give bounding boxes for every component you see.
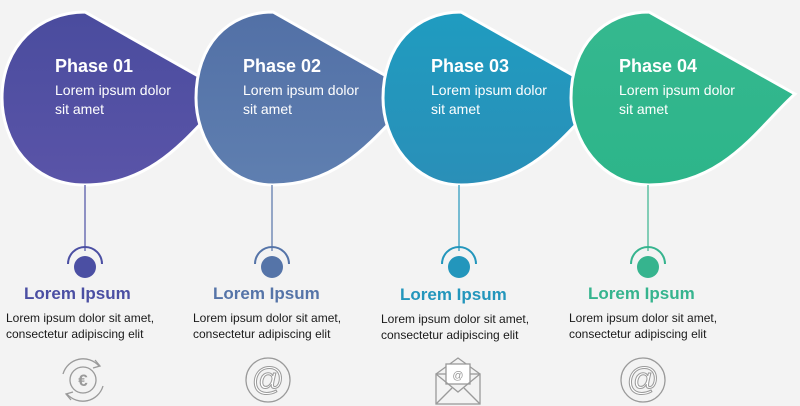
at-glyph: @: [627, 361, 659, 397]
card-title: Lorem Ipsum: [588, 284, 695, 303]
euro-glyph: €: [78, 371, 88, 390]
node-dot: [261, 256, 283, 278]
card-text: Lorem ipsum dolor sit amet, consectetur …: [6, 310, 154, 342]
at-glyph: @: [252, 361, 284, 397]
card-text: Lorem ipsum dolor sit amet, consectetur …: [381, 311, 529, 343]
phase-description-line: Lorem ipsum dolor: [55, 82, 171, 98]
phase-description-line: Lorem ipsum dolor: [243, 82, 359, 98]
phase-description-line: sit amet: [243, 101, 292, 117]
connector-1: [67, 185, 103, 278]
phase-shape-2: [194, 10, 421, 187]
phase-title: Phase 02: [243, 56, 321, 76]
card-text-line: consectetur adipiscing elit: [381, 328, 519, 342]
card-text-line: Lorem ipsum dolor sit amet,: [569, 311, 718, 325]
card-title: Lorem Ipsum: [400, 285, 507, 304]
at-glyph: @: [452, 370, 463, 382]
at-sign-icon: @: [620, 357, 666, 403]
phase-description-line: sit amet: [619, 101, 668, 117]
phase-description-line: Lorem ipsum dolor: [619, 82, 735, 98]
card-text-line: consectetur adipiscing elit: [569, 327, 707, 341]
node-dot: [74, 256, 96, 278]
card-text-line: Lorem ipsum dolor sit amet,: [381, 312, 530, 326]
card-text: Lorem ipsum dolor sit amet, consectetur …: [569, 310, 717, 342]
node-dot: [448, 256, 470, 278]
phase-description-line: sit amet: [55, 101, 104, 117]
connector-4: [630, 185, 666, 278]
card-text-line: Lorem ipsum dolor sit amet,: [6, 311, 155, 325]
phase-shape-3: [381, 10, 609, 187]
phase-shape-1: [0, 10, 233, 187]
connector-2: [254, 185, 290, 278]
phase-shape-4: [569, 10, 798, 187]
card-text-line: consectetur adipiscing elit: [6, 327, 144, 341]
at-sign-icon: @: [245, 357, 291, 403]
euro-exchange-icon: €: [62, 358, 104, 402]
card-title: Lorem Ipsum: [213, 284, 320, 303]
phase-description-line: sit amet: [431, 101, 480, 117]
phase-title: Phase 01: [55, 56, 133, 76]
connector-3: [441, 185, 477, 278]
card-text-line: consectetur adipiscing elit: [193, 327, 331, 341]
phase-title: Phase 03: [431, 56, 509, 76]
card-text-line: Lorem ipsum dolor sit amet,: [193, 311, 342, 325]
node-dot: [637, 256, 659, 278]
card-text: Lorem ipsum dolor sit amet, consectetur …: [193, 310, 341, 342]
phase-description-line: Lorem ipsum dolor: [431, 82, 547, 98]
card-title: Lorem Ipsum: [24, 284, 131, 303]
email-envelope-icon: @: [435, 357, 481, 405]
phase-title: Phase 04: [619, 56, 697, 76]
